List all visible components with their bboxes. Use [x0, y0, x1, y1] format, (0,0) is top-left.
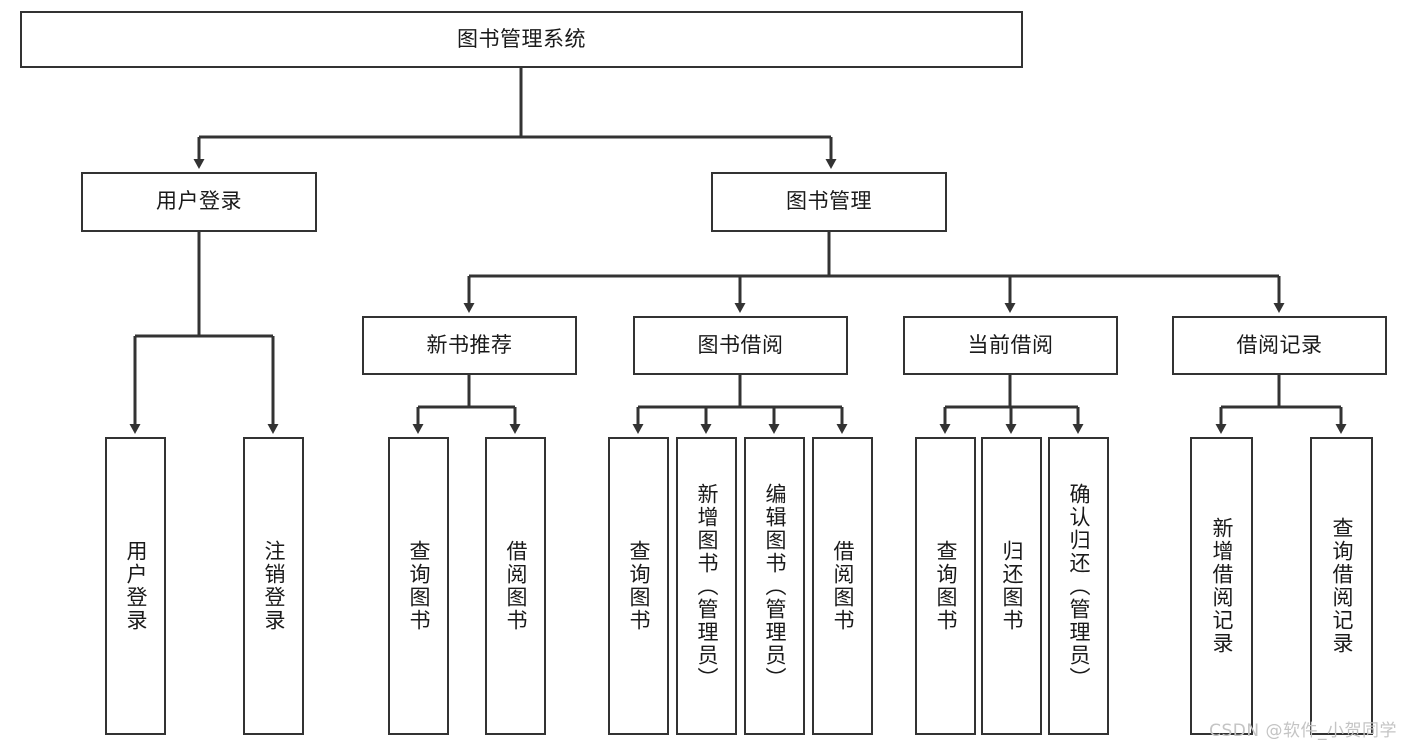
leaf-query-book-2-label: 查询图书	[627, 540, 651, 632]
leaf-user-logout-label: 注销登录	[262, 540, 286, 632]
leaf-add-record[interactable]: 新增借阅记录	[1190, 437, 1253, 735]
leaf-query-book-3-label: 查询图书	[934, 540, 958, 632]
leaf-return-book-label: 归还图书	[1000, 540, 1024, 632]
leaf-add-book[interactable]: 新增图书（管理员）	[676, 437, 737, 735]
leaf-confirm-return-label: 确认归还（管理员）	[1067, 482, 1091, 690]
leaf-edit-book-label: 编辑图书（管理员）	[763, 482, 787, 690]
leaf-confirm-return[interactable]: 确认归还（管理员）	[1048, 437, 1109, 735]
node-new-book-rec[interactable]: 新书推荐	[362, 316, 577, 375]
node-user-login-label: 用户登录	[156, 189, 242, 214]
node-user-login[interactable]: 用户登录	[81, 172, 317, 232]
leaf-return-book[interactable]: 归还图书	[981, 437, 1042, 735]
leaf-query-book-1[interactable]: 查询图书	[388, 437, 449, 735]
leaf-edit-book[interactable]: 编辑图书（管理员）	[744, 437, 805, 735]
leaf-borrow-book-1-label: 借阅图书	[504, 540, 528, 632]
node-current-borrow[interactable]: 当前借阅	[903, 316, 1118, 375]
leaf-borrow-book-1[interactable]: 借阅图书	[485, 437, 546, 735]
node-borrow-record[interactable]: 借阅记录	[1172, 316, 1387, 375]
leaf-user-login-label: 用户登录	[124, 540, 148, 632]
leaf-add-book-label: 新增图书（管理员）	[695, 482, 719, 690]
leaf-user-login[interactable]: 用户登录	[105, 437, 166, 735]
leaf-query-book-3[interactable]: 查询图书	[915, 437, 976, 735]
node-new-book-rec-label: 新书推荐	[426, 332, 513, 357]
leaf-borrow-book-2-label: 借阅图书	[831, 540, 855, 632]
node-book-borrow[interactable]: 图书借阅	[633, 316, 848, 375]
leaf-query-book-2[interactable]: 查询图书	[608, 437, 669, 735]
leaf-add-record-label: 新增借阅记录	[1210, 517, 1234, 655]
leaf-user-logout[interactable]: 注销登录	[243, 437, 304, 735]
node-book-manage-label: 图书管理	[786, 189, 872, 214]
node-root[interactable]: 图书管理系统	[20, 11, 1023, 68]
leaf-borrow-book-2[interactable]: 借阅图书	[812, 437, 873, 735]
leaf-query-book-1-label: 查询图书	[407, 540, 431, 632]
node-book-borrow-label: 图书借阅	[697, 332, 784, 357]
node-current-borrow-label: 当前借阅	[967, 332, 1054, 357]
node-book-manage[interactable]: 图书管理	[711, 172, 947, 232]
node-borrow-record-label: 借阅记录	[1236, 332, 1323, 357]
watermark-text: CSDN @软件_小贺同学	[1209, 721, 1397, 741]
node-root-label: 图书管理系统	[457, 26, 586, 51]
leaf-query-record[interactable]: 查询借阅记录	[1310, 437, 1373, 735]
leaf-query-record-label: 查询借阅记录	[1330, 517, 1354, 655]
